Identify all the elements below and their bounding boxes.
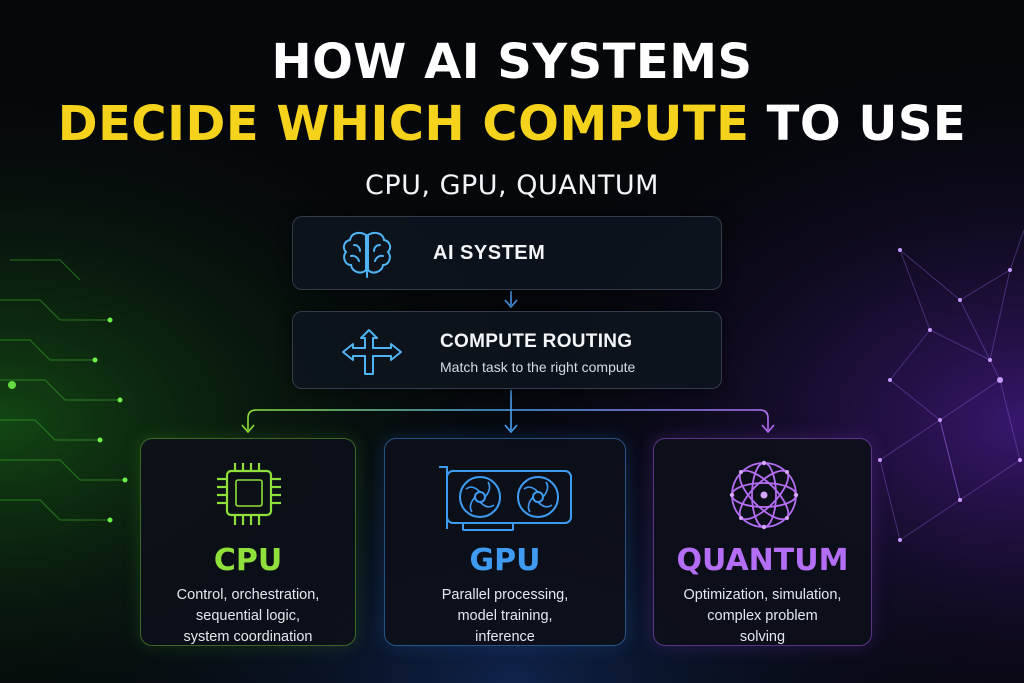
compute-routing-label: COMPUTE ROUTING (440, 331, 633, 352)
quantum-desc-line: solving (739, 629, 786, 645)
cpu-desc-line: Control, orchestration, (176, 587, 320, 603)
title-line-1: HOW AI SYSTEMS (271, 34, 753, 90)
cpu-title: CPU (213, 543, 283, 578)
quantum-desc-line: Optimization, simulation, (683, 587, 842, 603)
cpu-chip-icon (217, 463, 281, 525)
title-highlight: DECIDE WHICH COMPUTE (57, 96, 750, 152)
quantum-description: Optimization, simulation, complex proble… (654, 585, 871, 648)
gpu-description: Parallel processing, model training, inf… (385, 585, 625, 648)
title-line-2: DECIDE WHICH COMPUTE TO USE (0, 96, 1024, 152)
direction-arrows-icon (342, 329, 402, 375)
gpu-desc-line: Parallel processing, (441, 587, 569, 603)
ai-system-label: AI SYSTEM (433, 242, 546, 264)
ai-system-box: AI SYSTEM (292, 216, 722, 290)
gpu-desc-line: model training, (457, 608, 553, 624)
cpu-desc-line: system coordination (183, 629, 313, 645)
gpu-title: GPU (469, 543, 541, 578)
cpu-card: CPU Control, orchestration, sequential l… (140, 438, 356, 646)
quantum-title: QUANTUM (676, 543, 849, 578)
brain-icon (342, 231, 392, 278)
gpu-card: GPU Parallel processing, model training,… (384, 438, 626, 646)
compute-routing-box: COMPUTE ROUTING Match task to the right … (292, 311, 722, 389)
quantum-sphere-icon (729, 460, 799, 530)
graphics-card-icon (439, 466, 572, 531)
compute-routing-sublabel: Match task to the right compute (440, 359, 636, 375)
quantum-card: QUANTUM Optimization, simulation, comple… (653, 438, 872, 646)
subtitle: CPU, GPU, QUANTUM (365, 170, 659, 201)
quantum-desc-line: complex problem (707, 608, 818, 624)
cpu-description: Control, orchestration, sequential logic… (141, 585, 355, 648)
gpu-desc-line: inference (475, 629, 535, 645)
cpu-desc-line: sequential logic, (196, 608, 300, 624)
title-rest: TO USE (749, 96, 967, 152)
